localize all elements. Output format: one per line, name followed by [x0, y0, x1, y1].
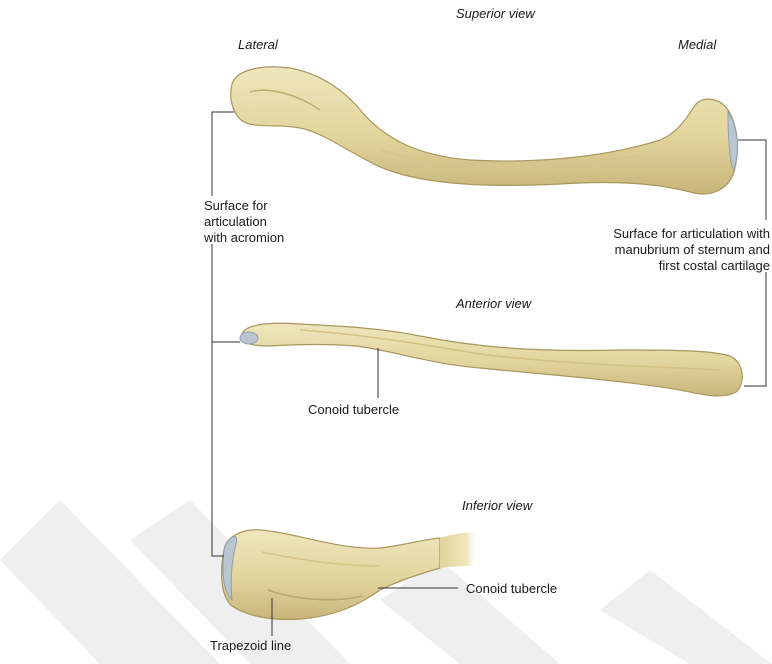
acromial-articular-surface-anterior — [240, 332, 258, 344]
acromion-surface-label-line3: with acromion — [204, 230, 284, 246]
anterior-view-title: Anterior view — [456, 296, 531, 312]
acromion-surface-label: Surface for articulation with acromion — [204, 198, 284, 246]
acromion-surface-label-line2: articulation — [204, 214, 284, 230]
trapezoid-line-label: Trapezoid line — [210, 638, 291, 654]
clavicle-anterior-view — [240, 323, 742, 396]
sternal-surface-label-line2: manubrium of sternum and — [613, 242, 770, 258]
sternal-leader — [738, 140, 766, 220]
sternal-surface-label: Surface for articulation with manubrium … — [613, 226, 770, 274]
acromion-leader — [212, 112, 234, 196]
acromion-surface-label-line1: Surface for — [204, 198, 284, 214]
sternal-surface-label-line1: Surface for articulation with — [613, 226, 770, 242]
medial-label: Medial — [678, 37, 716, 53]
conoid-tubercle-inferior-label: Conoid tubercle — [466, 581, 557, 597]
inferior-view-title: Inferior view — [462, 498, 532, 514]
conoid-tubercle-anterior-label: Conoid tubercle — [308, 402, 399, 418]
lateral-label: Lateral — [238, 37, 278, 53]
sternal-leader-down — [744, 272, 766, 386]
superior-view-title: Superior view — [456, 6, 535, 22]
sternal-surface-label-line3: first costal cartilage — [613, 258, 770, 274]
clavicle-superior-view — [231, 67, 738, 194]
acromion-leader-down — [212, 244, 224, 556]
